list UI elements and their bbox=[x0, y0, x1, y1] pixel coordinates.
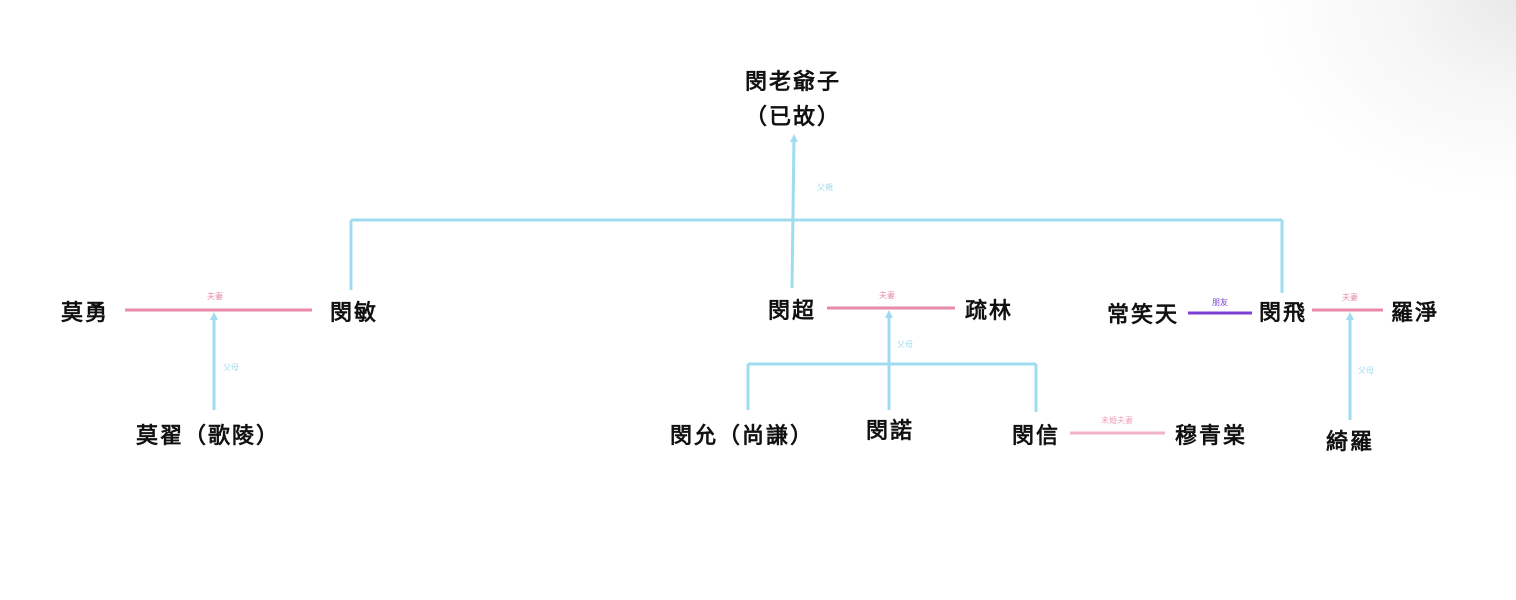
label-father: 父親 bbox=[817, 182, 833, 192]
node-qi-luo: 綺羅 bbox=[1326, 429, 1374, 455]
node-patriarch-note: （已故） bbox=[745, 104, 841, 130]
label-friends: 朋友 bbox=[1212, 297, 1228, 307]
node-min-xin: 閔信 bbox=[1012, 423, 1060, 449]
node-mo-di: 莫翟（歌陵） bbox=[136, 423, 280, 449]
label-engaged: 未婚夫妻 bbox=[1101, 415, 1133, 425]
node-mu-qingtang: 穆青棠 bbox=[1175, 423, 1247, 449]
label-parents-1: 父母 bbox=[223, 363, 239, 372]
label-spouse-2: 夫妻 bbox=[879, 290, 895, 300]
node-min-min: 閔敏 bbox=[330, 300, 378, 326]
node-chang-xiaotian: 常笑天 bbox=[1107, 302, 1179, 328]
node-shu-lin: 疏林 bbox=[965, 298, 1013, 324]
node-min-fei: 閔飛 bbox=[1259, 300, 1307, 326]
label-parents-2: 父母 bbox=[897, 340, 913, 349]
link-min-chao-to-patriarch bbox=[789, 134, 798, 289]
label-parents-3: 父母 bbox=[1358, 366, 1374, 375]
node-luo-jing: 羅淨 bbox=[1391, 300, 1439, 326]
node-min-chao: 閔超 bbox=[768, 298, 816, 324]
label-spouse-3: 夫妻 bbox=[1342, 292, 1358, 302]
node-patriarch: 閔老爺子 bbox=[745, 69, 841, 95]
node-min-yun: 閔允（尚謙） bbox=[670, 423, 814, 449]
node-mo-yong: 莫勇 bbox=[61, 300, 109, 326]
label-spouse-1: 夫妻 bbox=[207, 291, 223, 301]
node-min-nuo: 閔諾 bbox=[866, 418, 914, 444]
